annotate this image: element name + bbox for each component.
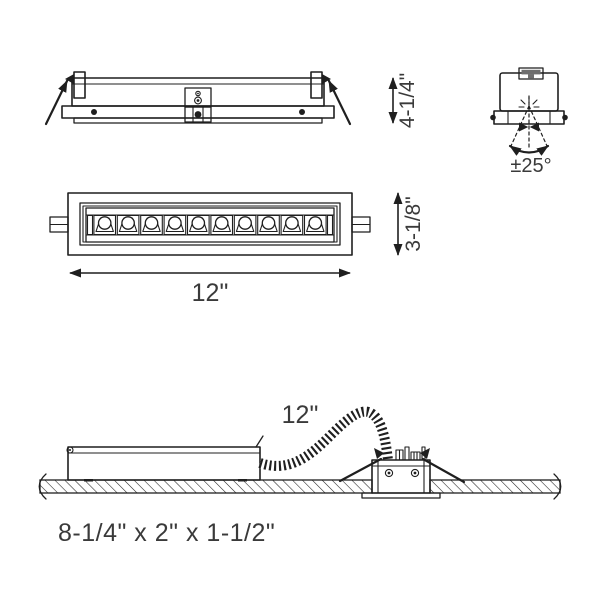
flange-bump-left (490, 114, 496, 121)
front-elevation-view: 3-1/8" 12" (49, 192, 425, 307)
conduit-length-label: 12" (282, 401, 319, 429)
louver-assembly (85, 207, 335, 243)
driver-foot-left (84, 479, 93, 482)
fixture-flange (361, 492, 441, 499)
tilt-aiming-lines (508, 95, 550, 156)
end-plate-left (86, 214, 94, 236)
pivot-sparkle (518, 96, 540, 108)
mount-lug-right (351, 216, 371, 233)
center-latch-assembly (184, 87, 212, 123)
hanger-spring-left (338, 448, 384, 483)
mount-lug-left (49, 216, 69, 233)
flange-bump-right (562, 114, 568, 121)
hanger-spring-right (420, 448, 466, 484)
can-screw-right (410, 468, 420, 478)
end-plate-right (326, 214, 334, 236)
flange-screw-left (91, 109, 97, 115)
driver-lid-screw (66, 446, 74, 454)
front-height-label: 3-1/8" (402, 196, 425, 251)
front-inner-trim (79, 202, 341, 246)
driver-dimensions-label: 8-1/4" x 2" x 1-1/2" (58, 519, 275, 547)
end-view: ±25° (490, 67, 568, 177)
break-mark-left (38, 473, 47, 500)
can-screw-left (384, 468, 394, 478)
end-bracket-left (73, 71, 86, 99)
tilt-range-label: ±25° (510, 155, 551, 177)
break-mark-right (553, 473, 562, 500)
lamp-bowtie (519, 122, 539, 132)
spring-clip-left (44, 74, 74, 126)
driver-box (66, 435, 264, 482)
trim-lip (73, 117, 323, 124)
led-cells (93, 214, 327, 236)
fixture-housing-side (61, 71, 335, 124)
front-width-dimension: 12" (69, 268, 351, 307)
tilt-arc-arrow (508, 144, 550, 156)
height-dimension-label: 4-1/4" (396, 73, 419, 128)
fixture-can (371, 459, 431, 494)
side-elevation-view: 4-1/4" (44, 71, 419, 128)
flex-conduit (258, 406, 393, 471)
installation-view: 12" (38, 401, 562, 547)
recessed-fixture-section (338, 446, 466, 499)
spring-clip-right (322, 74, 352, 126)
driver-foot-right (238, 479, 247, 482)
flange-screw-right (299, 109, 305, 115)
ceiling-cross-section (38, 473, 562, 500)
front-width-label: 12" (192, 279, 229, 307)
end-bracket-right (310, 71, 323, 99)
height-dimension: 4-1/4" (388, 73, 419, 128)
front-height-dimension: 3-1/8" (393, 192, 425, 256)
mount-bracket-icon (521, 69, 541, 79)
mount-notch (518, 67, 544, 80)
driver-latch (255, 435, 264, 448)
